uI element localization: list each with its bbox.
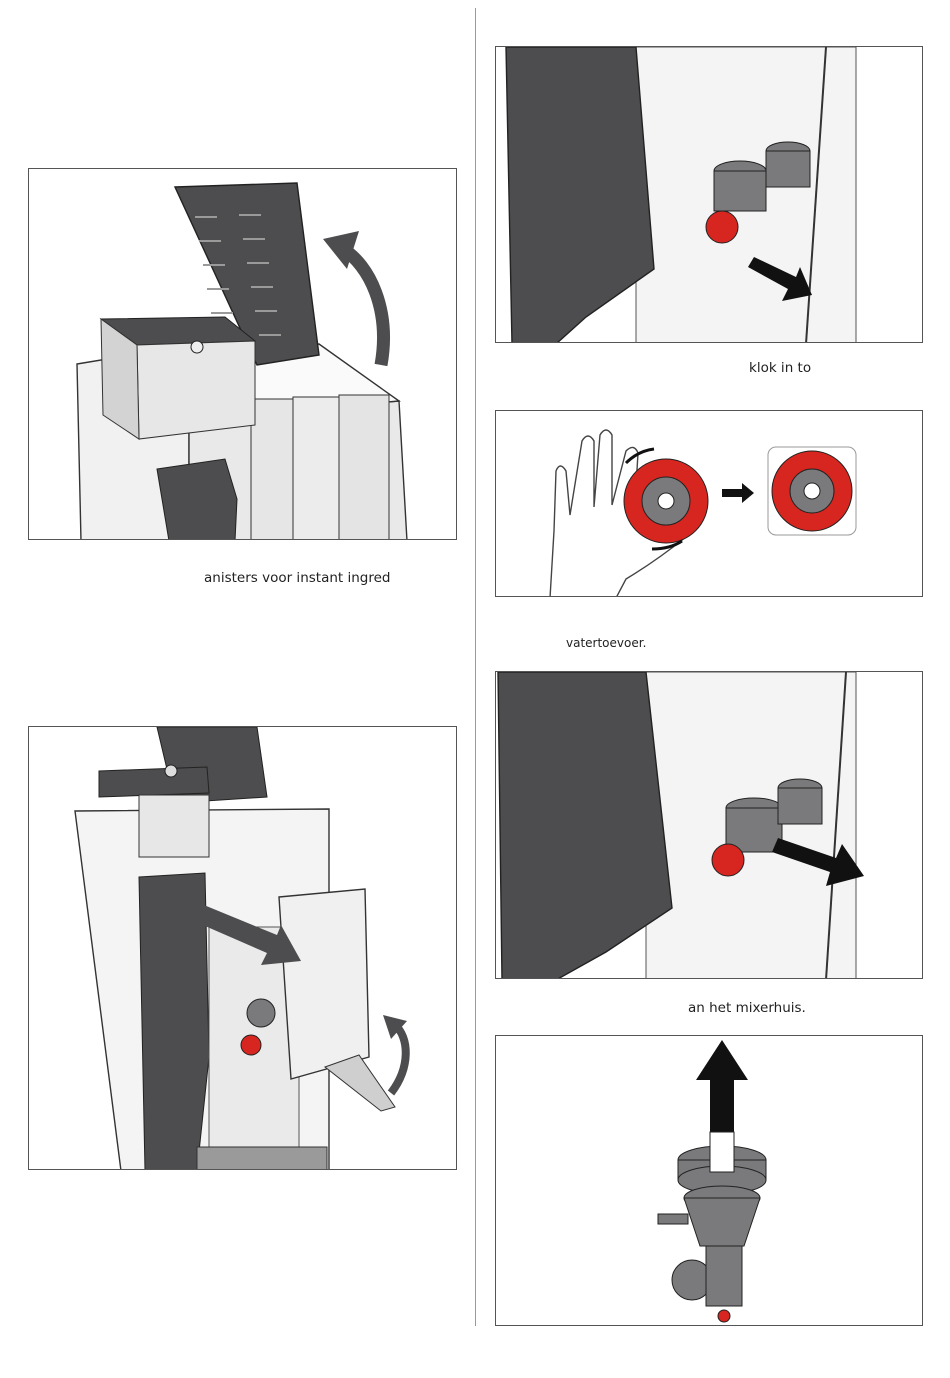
- figure-mixer-slide: [495, 46, 923, 343]
- figure-open-lid: [28, 168, 457, 540]
- figure-mixer-parts: [495, 1035, 923, 1326]
- caption-klok: klok in to: [749, 360, 811, 376]
- figure-remove-canister: [28, 726, 457, 1170]
- caption-mixerhuis: an het mixerhuis.: [688, 1000, 806, 1016]
- figure-rotate-red-ring: [495, 410, 923, 597]
- figure-pull-mixer: [495, 671, 923, 979]
- caption-canisters: anisters voor instant ingredi: [204, 570, 390, 586]
- caption-watertoevoer: vatertoevoer.: [566, 638, 652, 648]
- column-divider: [475, 8, 476, 1326]
